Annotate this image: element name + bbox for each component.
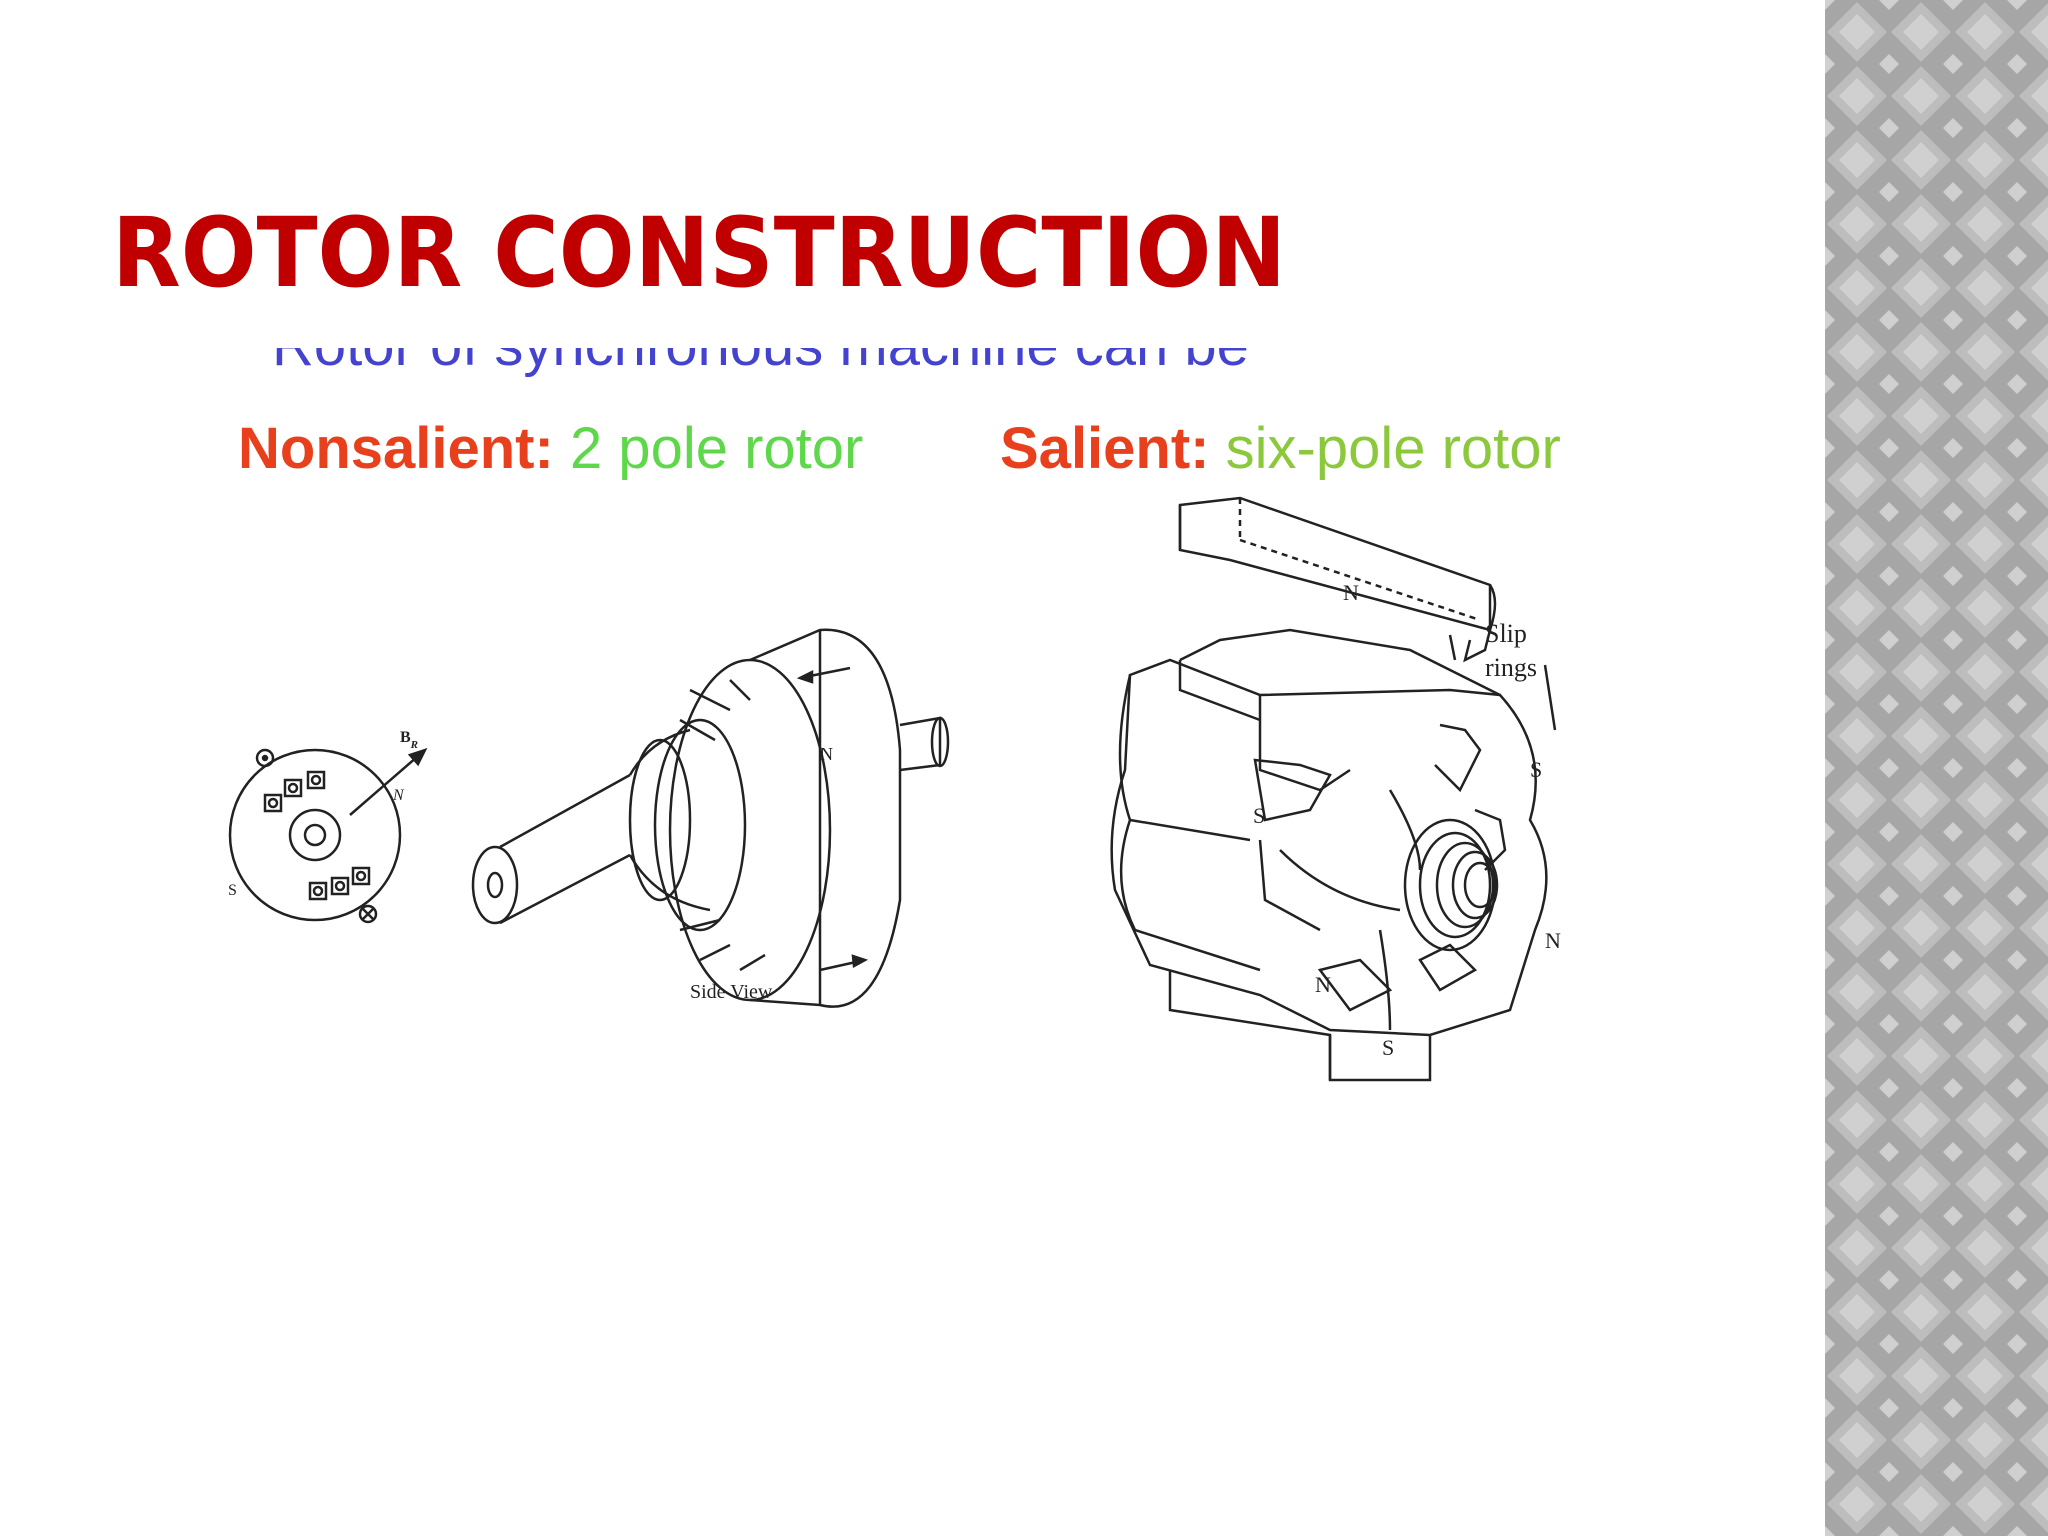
b-field-label: BR [400,729,418,751]
nonsalient-label: Nonsalient: 2 pole rotor [238,420,863,478]
nonsalient-value: 2 pole rotor [569,416,864,481]
salient-key: Salient: [1000,416,1210,481]
top-pole-n-label: N [1343,580,1359,605]
decorative-sidebar [1825,0,2048,1536]
slip-rings-label-line2: rings [1485,653,1537,682]
pole-s-bottom-label: S [1382,1035,1394,1060]
n-pole-label: N [392,787,405,804]
partial-cut-text-content: Rotor of synchronous machine can be [272,348,1249,379]
pole-n-right-label: N [1545,928,1561,953]
pole-n-bottom-label: N [1315,972,1331,997]
salient-value: six-pole rotor [1225,416,1561,481]
nonsalient-rotor-figure: BR N S N Side View [228,628,950,1008]
slide-title: ROTOR CONSTRUCTION [112,197,1287,309]
partial-cut-text: Rotor of synchronous machine can be [272,348,1362,382]
slide-canvas: ROTOR CONSTRUCTION Rotor of synchronous … [112,197,1561,1082]
rotor-n-label: N [820,744,833,764]
salient-label: Salient: six-pole rotor [1000,420,1561,478]
nonsalient-key: Nonsalient: [238,416,554,481]
s-pole-label: S [228,882,237,899]
diamond-pattern [1825,0,2048,1536]
slip-rings-label-line1: Slip [1485,619,1527,648]
pole-s-left-label: S [1253,803,1265,828]
pole-s-right-label: S [1530,757,1542,782]
cross-section-outer-circle [228,748,402,922]
salient-rotor-figure: N S S N N S Slip rings [1110,496,1561,1082]
side-view-caption: Side View [690,981,773,1003]
